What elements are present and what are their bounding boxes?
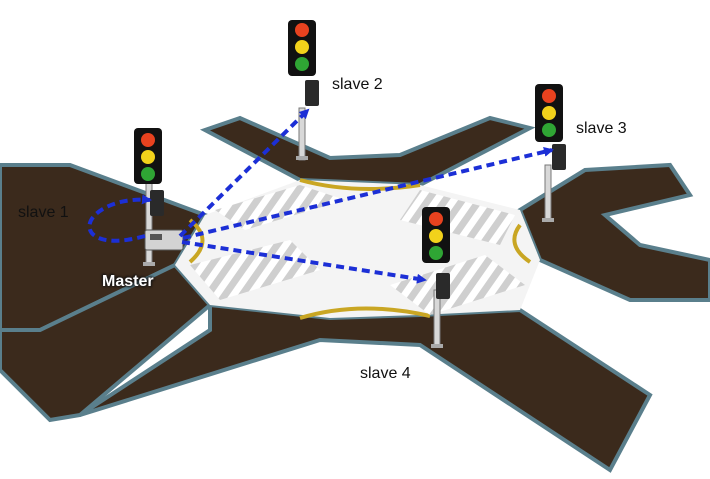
- traffic-light-icon: [150, 190, 164, 216]
- curb-bottom: [299, 306, 431, 320]
- link-arrow-icon: [87, 194, 152, 243]
- link-arrow-icon: [182, 146, 554, 240]
- link-arrow-icon: [178, 108, 310, 238]
- traffic-light-icon: [305, 80, 319, 106]
- label-slave3: slave 3: [576, 120, 627, 137]
- label-slave1: slave 1: [18, 204, 69, 221]
- traffic-light-icon: [436, 273, 450, 299]
- traffic-light-slave1: [134, 128, 184, 266]
- crosswalk-left: [190, 240, 320, 300]
- link-arrow-icon: [181, 240, 427, 284]
- crosswalk-bottom: [390, 255, 525, 315]
- label-master: Master: [102, 273, 154, 290]
- traffic-light-icon: [552, 144, 566, 170]
- road-network: [0, 115, 710, 473]
- curb-right: [512, 223, 532, 264]
- label-slave2: slave 2: [332, 76, 383, 93]
- traffic-light-slave4: [422, 207, 450, 348]
- label-slave4: slave 4: [360, 365, 411, 382]
- traffic-light-slave2: [288, 20, 319, 161]
- road-right-arm: [517, 162, 710, 302]
- traffic-light-slave3: [535, 84, 566, 222]
- communication-links: [87, 108, 554, 284]
- crosswalk-right: [400, 190, 515, 245]
- crosswalk-top: [215, 185, 345, 230]
- road-top-arm: [199, 115, 536, 188]
- road-bottom-left: [0, 262, 213, 423]
